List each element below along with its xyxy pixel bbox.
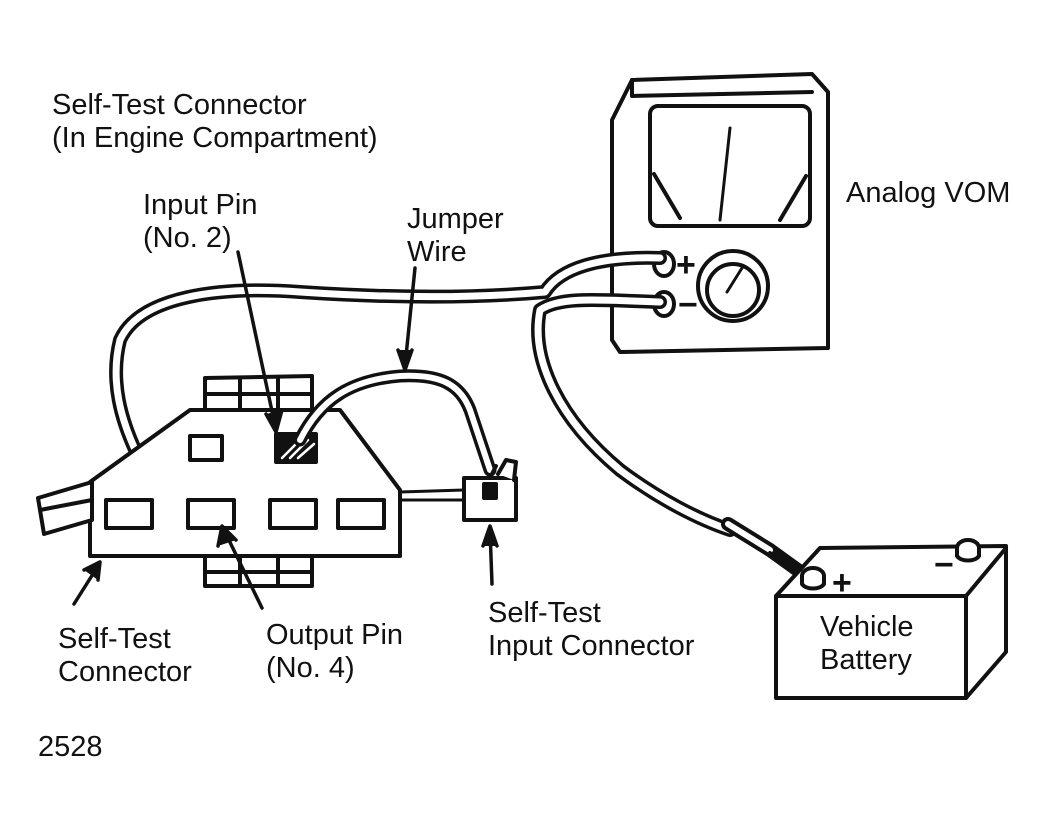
output-pin-label-line2: (No. 4) xyxy=(266,652,355,684)
self-test-connector-body xyxy=(36,374,402,588)
jumper-wire-arrow xyxy=(403,266,417,368)
self-test-connector-title-line2: (In Engine Compartment) xyxy=(52,122,378,154)
input-pin-label-line1: Input Pin xyxy=(143,189,258,221)
jumper-wire-label-line2: Wire xyxy=(407,236,467,268)
battery-minus-symbol: − xyxy=(934,546,954,584)
vom-plus-symbol: + xyxy=(676,246,696,284)
self-test-connector-label-line1: Self-Test xyxy=(58,623,171,655)
figure-number: 2528 xyxy=(38,731,103,763)
vehicle-battery-label-line2: Battery xyxy=(820,644,912,676)
jumper-wire-label-line1: Jumper xyxy=(407,203,504,235)
jumper-wire xyxy=(293,369,497,477)
vehicle-battery xyxy=(774,538,1008,700)
analog-vom-meter xyxy=(610,72,830,354)
self-test-input-connector-label-line2: Input Connector xyxy=(488,630,695,662)
analog-vom-label: Analog VOM xyxy=(846,177,1011,209)
vom-minus-symbol: − xyxy=(678,286,698,324)
self-test-connector-title-line1: Self-Test Connector xyxy=(52,89,307,121)
battery-plus-symbol: + xyxy=(832,564,852,602)
vom-negative-lead xyxy=(531,292,813,583)
input-pin-label-line2: (No. 2) xyxy=(143,222,232,254)
self-test-input-connector-label-line1: Self-Test xyxy=(488,597,601,629)
self-test-input-connector xyxy=(398,458,518,522)
vehicle-battery-label-line1: Vehicle xyxy=(820,611,914,643)
self-test-connector-label-line2: Connector xyxy=(58,656,192,688)
output-pin-arrow xyxy=(222,528,264,610)
output-pin-label-line1: Output Pin xyxy=(266,619,404,651)
leader-arrows xyxy=(72,250,499,610)
input-pin-arrow xyxy=(236,250,278,432)
